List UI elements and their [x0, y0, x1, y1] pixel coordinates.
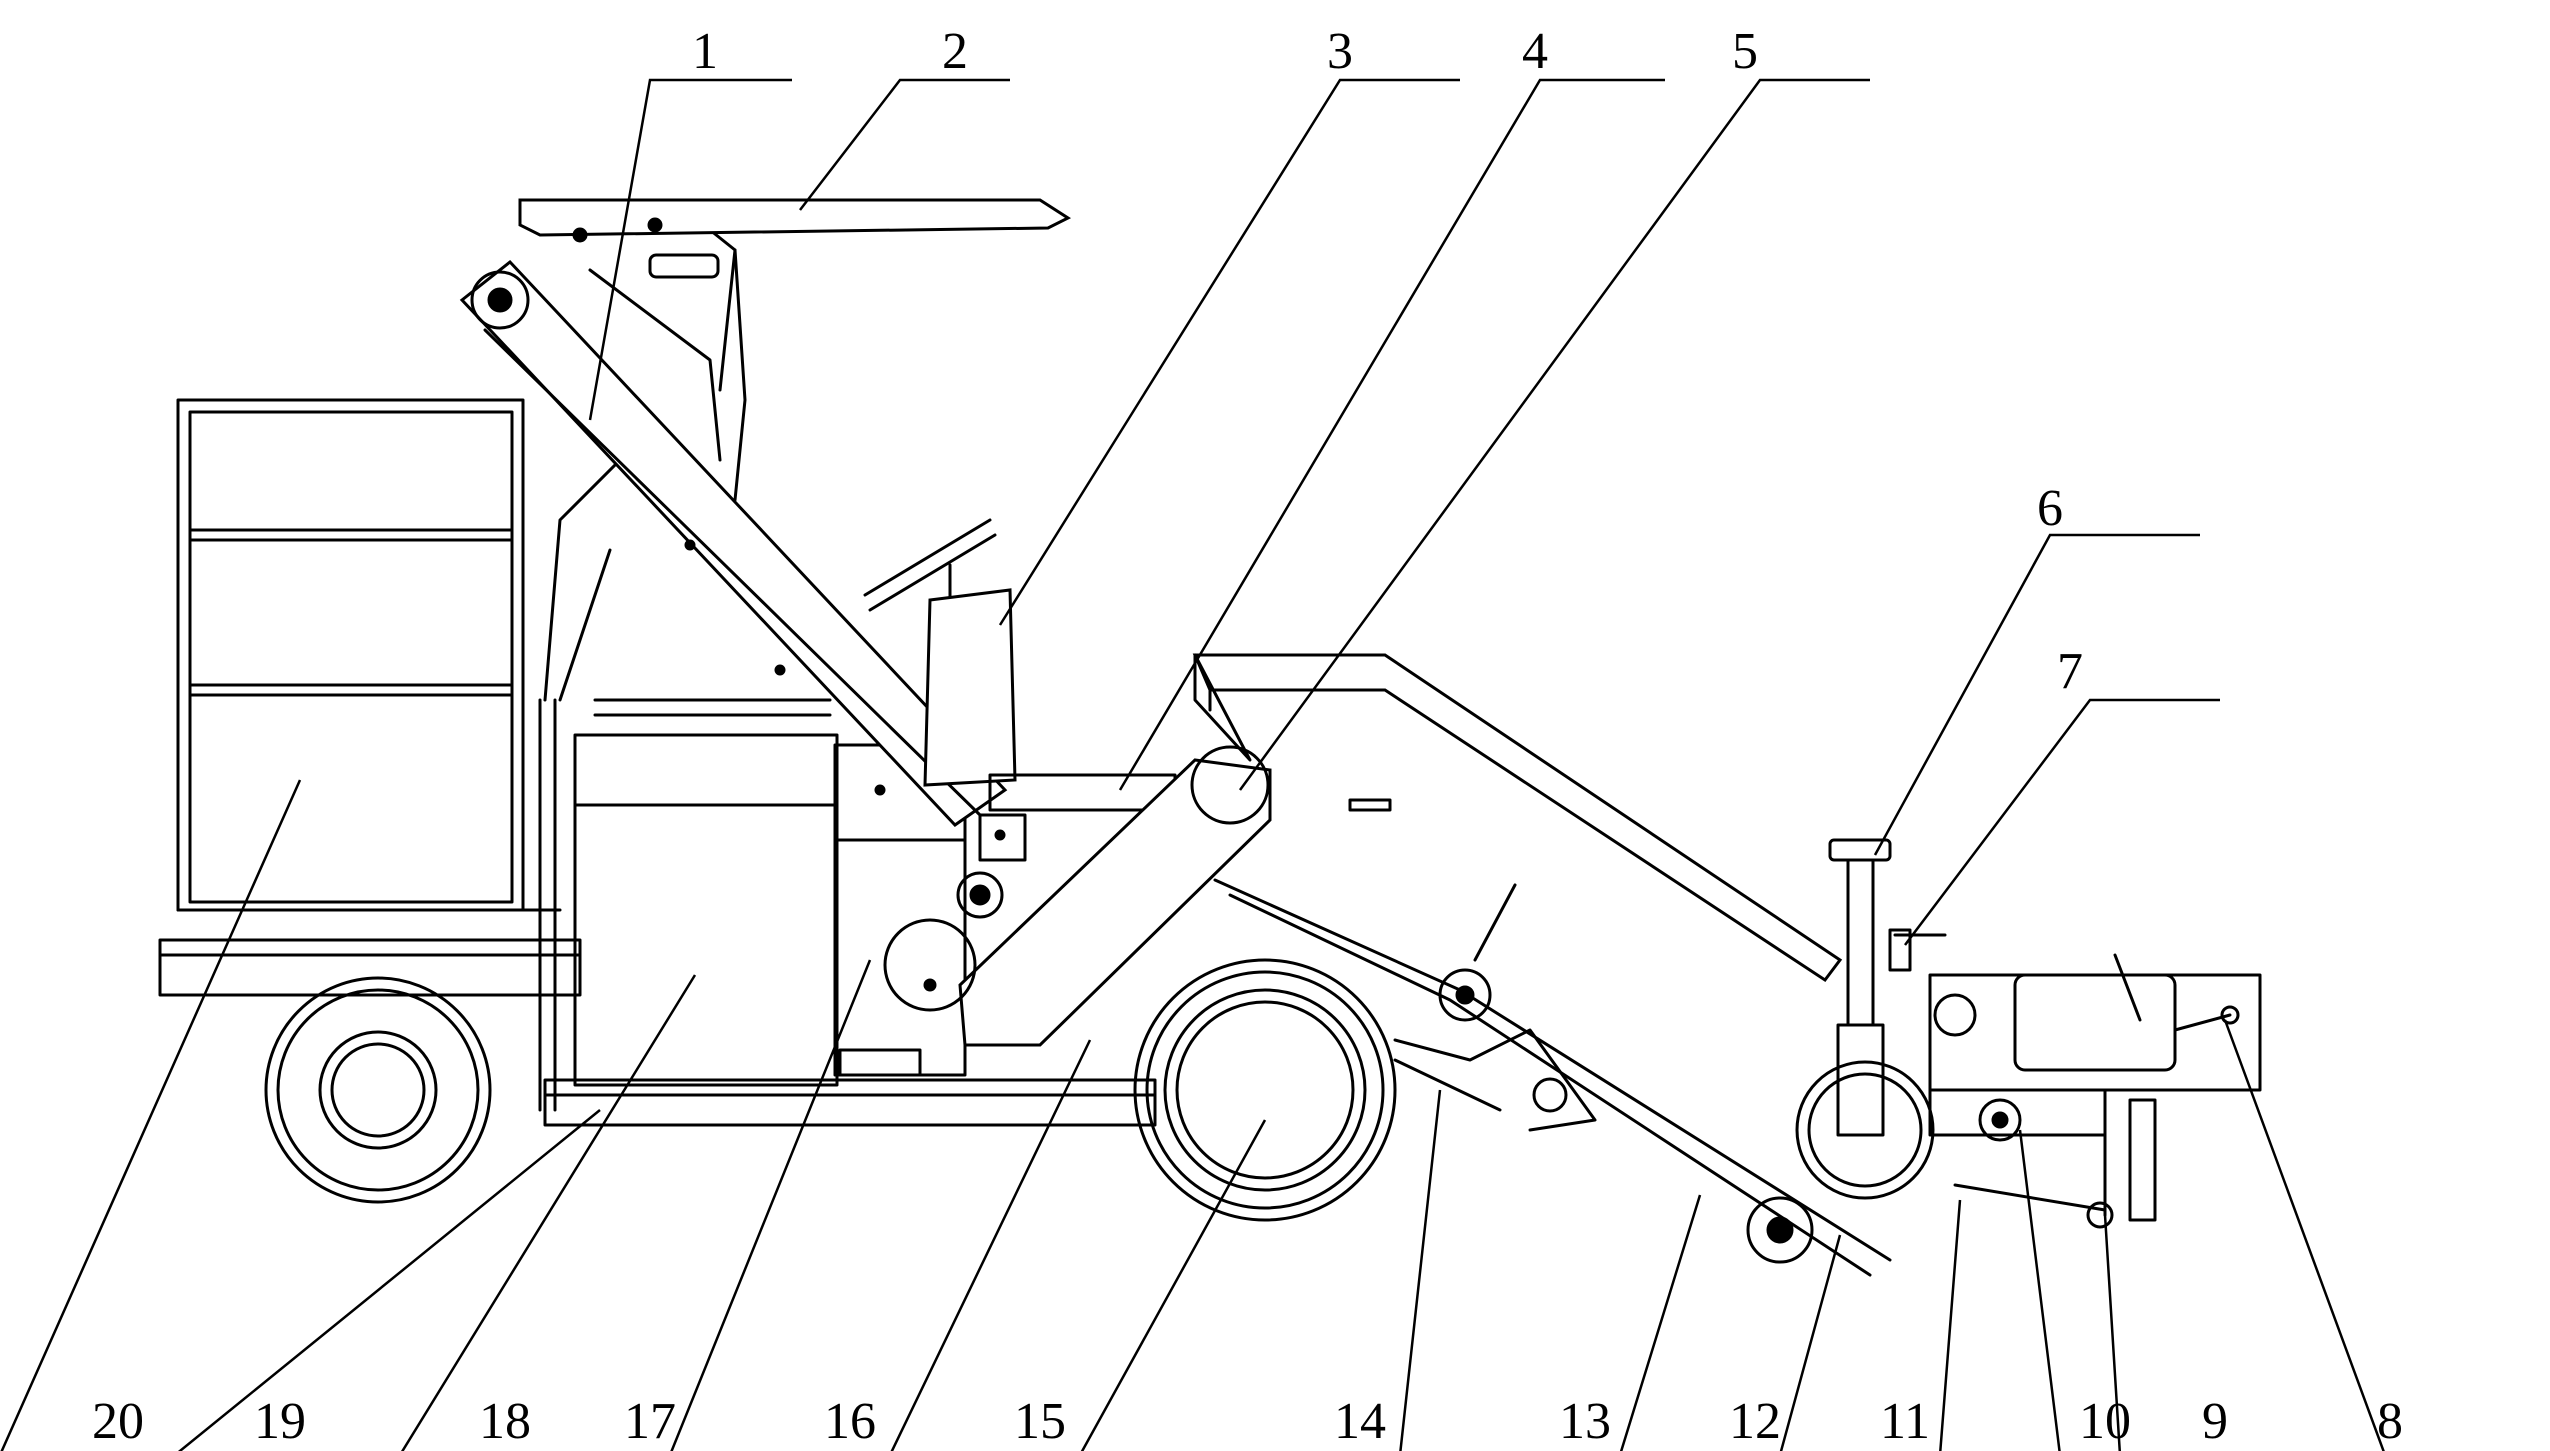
leader-19 — [177, 1109, 601, 1451]
leader-20 — [0, 779, 302, 1451]
callout-labels: 1 2 3 4 5 6 7 8 9 10 11 12 13 14 15 16 1… — [92, 23, 2403, 1450]
lifting-arm — [883, 745, 1272, 1047]
leader-11 — [1939, 1199, 1962, 1451]
callout-15: 15 — [1014, 1393, 1066, 1450]
leader-6 — [1873, 533, 2200, 856]
leader-5 — [1238, 78, 1870, 791]
leader-3 — [998, 78, 1460, 626]
callout-6: 6 — [2037, 480, 2063, 537]
callout-14: 14 — [1334, 1393, 1386, 1450]
depth-gauge-wheel — [1795, 838, 1947, 1200]
leader-2 — [799, 78, 1010, 211]
callout-2: 2 — [942, 23, 968, 80]
callout-1: 1 — [692, 23, 718, 80]
leader-10 — [2018, 1129, 2061, 1451]
callout-10: 10 — [2079, 1393, 2131, 1450]
leader-8 — [2223, 1019, 2385, 1451]
main-frame — [158, 698, 1157, 1127]
callout-11: 11 — [1880, 1393, 1930, 1450]
callout-leader-lines — [0, 78, 2385, 1451]
callout-5: 5 — [1732, 23, 1758, 80]
collection-box — [176, 398, 562, 912]
digging-cover — [1192, 653, 1843, 983]
leader-16 — [890, 1039, 1092, 1451]
leader-15 — [1080, 1119, 1267, 1451]
operator-seat — [863, 518, 1017, 787]
rear-wheel — [264, 976, 492, 1204]
front-gearbox — [1928, 953, 2262, 1229]
sunshade-canopy — [518, 198, 1072, 279]
callout-16: 16 — [824, 1393, 876, 1450]
leader-1 — [588, 78, 792, 421]
callout-8: 8 — [2377, 1393, 2403, 1450]
leader-17 — [670, 959, 872, 1451]
leader-14 — [1399, 1089, 1442, 1451]
callout-9: 9 — [2202, 1393, 2228, 1450]
leader-7 — [1904, 698, 2220, 946]
callout-18: 18 — [479, 1393, 531, 1450]
inclined-conveyor — [459, 259, 1008, 827]
callout-20: 20 — [92, 1393, 144, 1450]
front-wheel — [1133, 958, 1397, 1222]
leader-18 — [400, 974, 697, 1451]
callout-3: 3 — [1327, 23, 1353, 80]
callout-17: 17 — [624, 1393, 676, 1450]
callout-19: 19 — [254, 1393, 306, 1450]
hopper-tank — [573, 733, 967, 1087]
leader-12 — [1779, 1234, 1842, 1451]
harvester-drawing — [158, 198, 2262, 1277]
callout-12: 12 — [1729, 1393, 1781, 1450]
leader-4 — [1118, 78, 1665, 791]
chain-conveyor — [1213, 878, 1892, 1277]
callout-4: 4 — [1522, 23, 1548, 80]
callout-13: 13 — [1559, 1393, 1611, 1450]
leader-13 — [1619, 1194, 1702, 1451]
leader-9 — [2103, 1214, 2122, 1451]
callout-7: 7 — [2057, 643, 2083, 700]
